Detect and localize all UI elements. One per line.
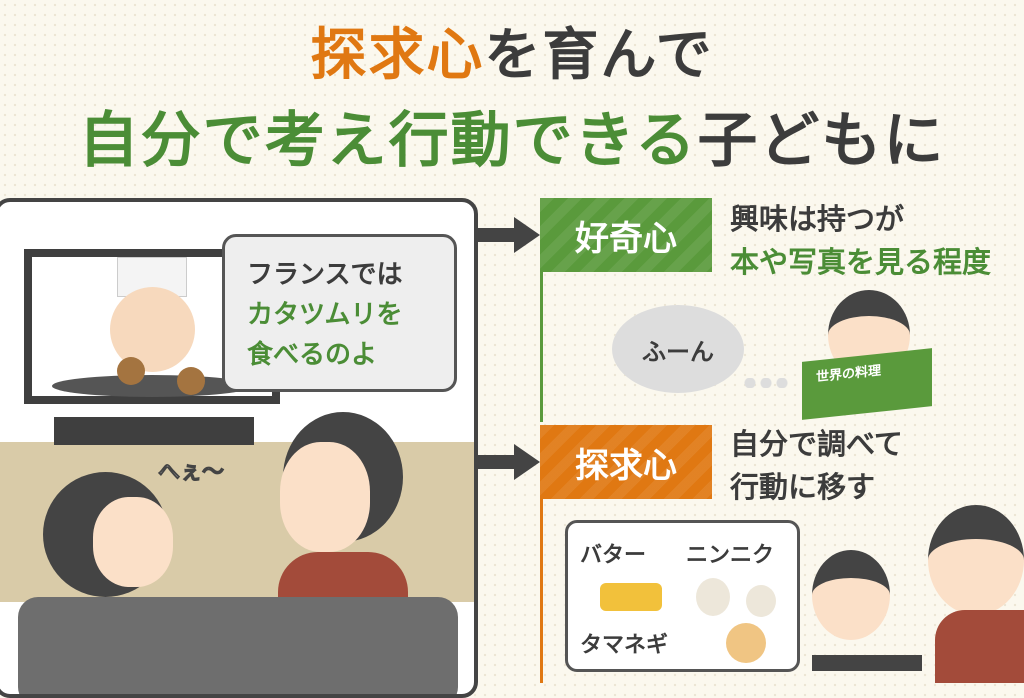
- child-bottom: [812, 550, 890, 640]
- adult-body: [935, 610, 1024, 683]
- thought-dots: [742, 378, 792, 388]
- ingredient-onion: タマネギ: [580, 633, 669, 658]
- snail-icon: [177, 367, 205, 395]
- garlic-icon: [746, 585, 776, 617]
- arrow-shaft: [478, 228, 518, 242]
- divider-line: [540, 272, 543, 422]
- inquiry-desc: 自分で調べて行動に移す: [730, 423, 903, 509]
- speech-bubble: フランスでは カタツムリを 食べるのよ: [222, 234, 457, 392]
- butter-icon: [600, 583, 662, 611]
- desc-line: 行動に移す: [730, 470, 876, 504]
- arrow-shaft: [478, 455, 518, 469]
- arrow-right-icon: [514, 217, 540, 253]
- onion-icon: [726, 623, 766, 663]
- curiosity-desc: 興味は持つが本や写真を見る程度: [730, 198, 991, 284]
- curiosity-label: 好奇心: [540, 198, 712, 272]
- speech-text: 食べるのよ: [247, 340, 378, 370]
- child-face: [93, 497, 173, 587]
- ingredients-card: バター ニンニク タマネギ: [565, 520, 800, 672]
- child-reaction: へぇ～: [157, 460, 225, 486]
- book-title: 世界の料理: [816, 363, 882, 386]
- desc-line: 本や写真を見る程度: [730, 245, 992, 279]
- snail-icon: [117, 357, 145, 385]
- adult-head: [928, 505, 1024, 615]
- title-rest: を育んで: [484, 23, 714, 88]
- title-line1: 探求心を育んで: [0, 10, 1024, 91]
- arrow-right-icon: [514, 444, 540, 480]
- mother-face: [280, 442, 370, 552]
- title-line2: 自分で考え行動できる子どもに: [0, 92, 1024, 179]
- garlic-icon: [696, 578, 730, 616]
- tray: [812, 655, 922, 671]
- speech-text: カタツムリを: [247, 300, 403, 330]
- ingredient-garlic: ニンニク: [686, 543, 775, 568]
- scene-panel: フランスでは カタツムリを 食べるのよ へぇ～: [0, 198, 478, 698]
- desc-line: 興味は持つが: [730, 202, 905, 236]
- thought-text: ふーん: [642, 337, 714, 366]
- tv-stand: [54, 417, 254, 445]
- ingredient-butter: バター: [580, 543, 647, 568]
- title-highlight: 探求心: [310, 23, 485, 88]
- divider-line: [540, 499, 543, 683]
- desc-line: 自分で調べて: [730, 427, 903, 461]
- title-highlight: 自分で考え行動できる: [78, 106, 698, 176]
- inquiry-label: 探求心: [540, 425, 712, 499]
- sofa: [18, 597, 458, 694]
- title-rest: 子どもに: [697, 106, 946, 176]
- speech-text: フランスでは: [247, 260, 403, 290]
- thought-bubble: ふーん: [612, 305, 744, 393]
- book: 世界の料理: [802, 348, 932, 420]
